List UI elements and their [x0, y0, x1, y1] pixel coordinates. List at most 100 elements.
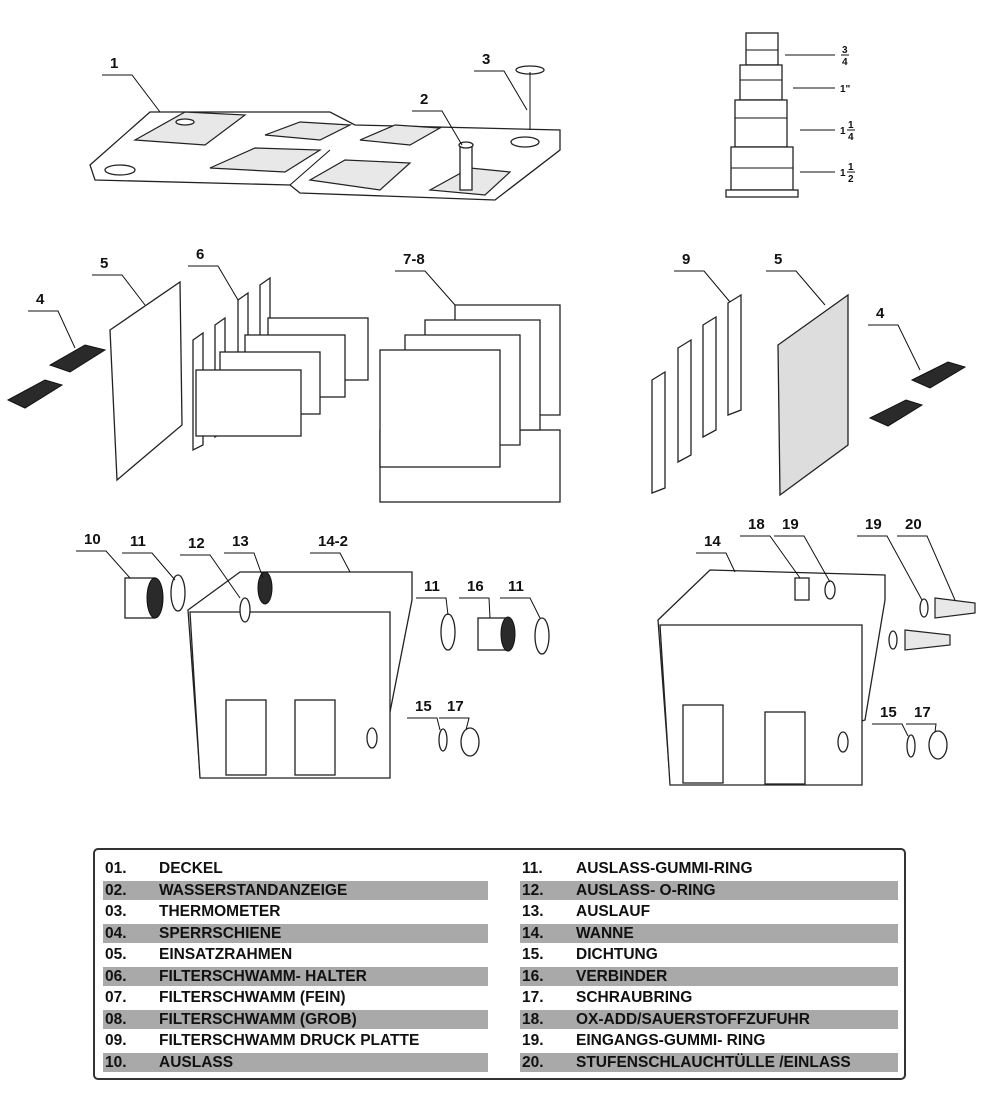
callout-number: 17: [914, 704, 931, 721]
legend-number: 17.: [522, 989, 544, 1006]
legend-part-name: WANNE: [576, 924, 634, 942]
legend-row: 02. WASSERSTANDANZEIGE: [103, 880, 488, 900]
leader-line: [774, 535, 831, 583]
legend-row: 01.DECKEL: [103, 859, 488, 878]
size-whole: 1: [840, 168, 846, 179]
legend-part-name: THERMOMETER: [159, 903, 281, 920]
callout-number: 5: [774, 251, 782, 268]
callout-number: 3: [482, 51, 490, 68]
legend-part-name: VERBINDER: [576, 967, 668, 985]
callout-number: 14: [704, 533, 721, 550]
legend-row: 19. EINGANGS-GUMMI- RING: [520, 1031, 898, 1050]
callout-number: 19: [865, 516, 882, 533]
legend-number: 01.: [105, 860, 127, 877]
callout-number: 4: [876, 305, 885, 322]
legend-number: 04.: [105, 924, 127, 942]
legend-number: 12.: [522, 881, 544, 899]
legend-row: 13.AUSLAUF: [520, 902, 898, 921]
callout-number: 15: [415, 698, 432, 715]
legend-row: 03. THERMOMETER: [103, 902, 488, 921]
callout-number: 14-2: [318, 533, 348, 550]
legend-row: 04. SPERRSCHIENE: [103, 923, 488, 943]
leader-line: [766, 270, 826, 306]
leader-line: [674, 270, 731, 303]
legend-row: 09. FILTERSCHWAMM DRUCK PLATTE: [103, 1031, 488, 1050]
callout-number: 4: [36, 291, 45, 308]
legend-number: 06.: [105, 967, 127, 985]
legend-row: 12. AUSLASS- O-RING: [520, 880, 898, 900]
legend-number: 20.: [522, 1053, 544, 1071]
legend-number: 16.: [522, 967, 544, 985]
locking-rail-left: [6, 344, 107, 409]
outlet-part: [124, 571, 273, 623]
legend-row: 10. AUSLASS: [103, 1052, 488, 1072]
pressure-plates: [651, 293, 742, 494]
legend-number: 11.: [522, 860, 543, 877]
leader-line: [180, 554, 241, 599]
legend-part-name: SCHRAUBRING: [576, 989, 693, 1006]
leader-line: [407, 717, 441, 731]
leader-line: [439, 717, 470, 731]
leader-line: [696, 552, 736, 573]
leader-line: [459, 597, 491, 619]
legend-number: 09.: [105, 1032, 127, 1049]
thermometer-part: [515, 65, 545, 130]
size-numerator: 1: [848, 120, 854, 131]
legend-row: 17. SCHRAUBRING: [520, 988, 898, 1007]
callout-number: 7-8: [403, 251, 425, 268]
tank-right: [657, 569, 886, 786]
legend-number: 18.: [522, 1010, 544, 1028]
legend-part-name: FILTERSCHWAMM- HALTER: [159, 967, 367, 985]
legend-number: 02.: [105, 881, 127, 899]
callout-number: 10: [84, 531, 101, 548]
legend-number: 19.: [522, 1032, 544, 1049]
legend-part-name: FILTERSCHWAMM (GROB): [159, 1010, 357, 1028]
legend-number: 14.: [522, 924, 544, 942]
legend-part-name: FILTERSCHWAMM DRUCK PLATTE: [159, 1032, 420, 1049]
callout-number: 16: [467, 578, 484, 595]
legend-part-name: EINGANGS-GUMMI- RING: [576, 1032, 766, 1049]
tank-left: [187, 571, 413, 779]
leader-line: [857, 535, 923, 601]
leader-line: [474, 70, 528, 111]
filter-sponges: [379, 304, 561, 503]
legend-number: 10.: [105, 1053, 127, 1071]
legend-row: 05.EINSATZRAHMEN: [103, 945, 488, 964]
legend-part-name: AUSLASS- O-RING: [576, 881, 716, 899]
leader-line: [872, 723, 909, 737]
legend-number: 08.: [105, 1010, 127, 1028]
legend-row: 18.OX-ADD/SAUERSTOFFZUFUHR: [520, 1009, 898, 1029]
legend-number: 05.: [105, 946, 127, 963]
legend-part-name: SPERRSCHIENE: [159, 924, 282, 942]
stepped-hose-fitting: [725, 32, 799, 198]
legend-row: 15.DICHTUNG: [520, 945, 898, 964]
legend-row: 06. FILTERSCHWAMM- HALTER: [103, 966, 488, 986]
leader-line: [224, 552, 264, 579]
legend-part-name: AUSLASS: [159, 1053, 234, 1071]
callout-number: 11: [130, 533, 146, 550]
size-denominator: 4: [848, 132, 854, 143]
legend-number: 03.: [105, 903, 127, 920]
legend-part-name: WASSERSTANDANZEIGE: [159, 881, 348, 899]
leader-line: [906, 723, 937, 733]
leader-line: [897, 535, 956, 601]
leader-line: [76, 550, 131, 579]
leader-line: [416, 597, 449, 616]
sponge-grids: [195, 317, 369, 437]
callout-number: 20: [905, 516, 922, 533]
size-denominator: 4: [842, 57, 848, 68]
legend-number: 13.: [522, 903, 544, 920]
leader-line: [188, 265, 239, 301]
leader-line: [122, 552, 176, 581]
callout-number: 12: [188, 535, 205, 552]
legend-row: 16. VERBINDER: [520, 966, 898, 986]
size-whole: 1": [840, 84, 851, 95]
legend-row: 14. WANNE: [520, 923, 898, 943]
leader-line: [395, 270, 456, 306]
callout-number: 13: [232, 533, 249, 550]
callout-number: 19: [782, 516, 799, 533]
legend-part-name: AUSLASS-GUMMI-RING: [576, 860, 753, 877]
leader-line: [92, 274, 146, 306]
